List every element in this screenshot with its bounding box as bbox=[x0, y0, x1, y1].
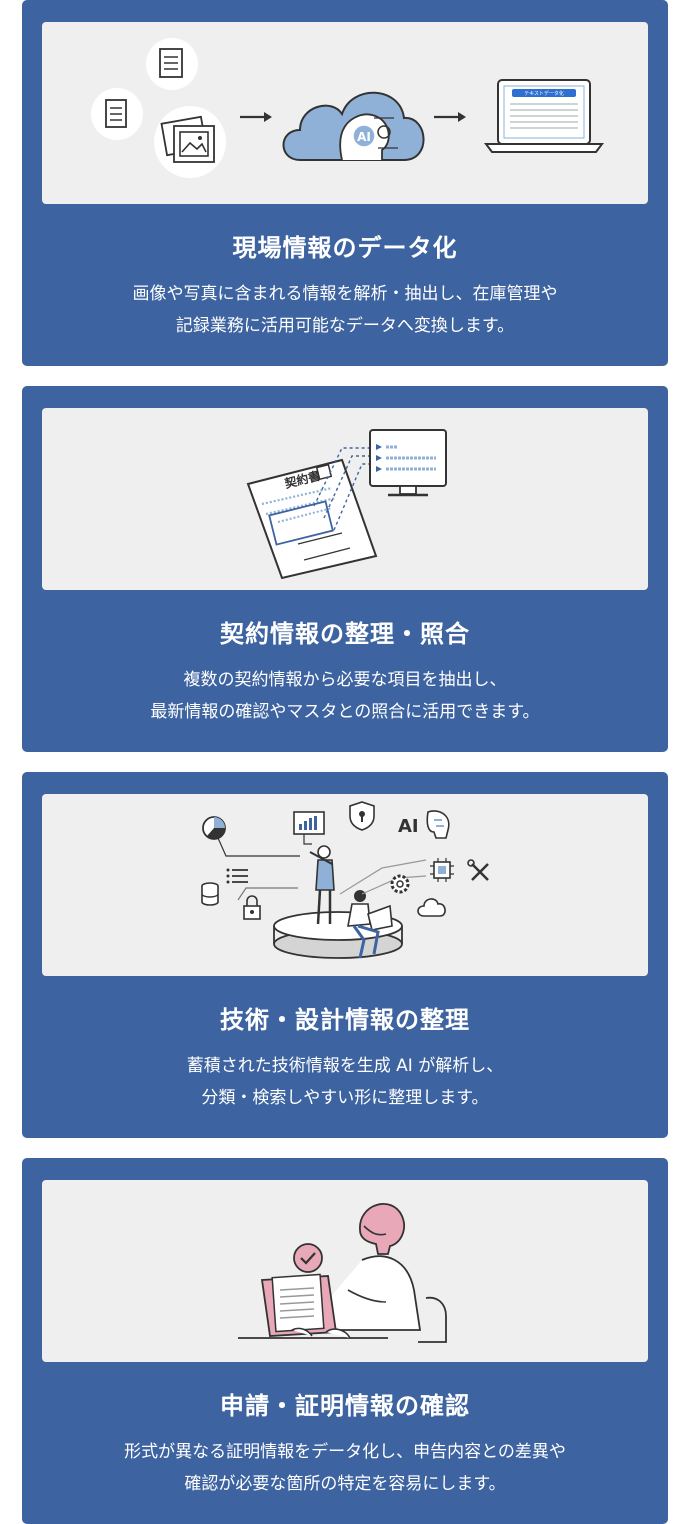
hands-icon bbox=[291, 1327, 351, 1339]
platform-base bbox=[273, 911, 403, 959]
ai-cloud-icon: AI bbox=[282, 91, 425, 161]
cloud-ai-label: AI bbox=[357, 130, 371, 144]
person-at-laptop-icon bbox=[327, 1203, 447, 1343]
description-line: 確認が必要な箇所の特定を容易にします。 bbox=[184, 1474, 506, 1494]
scroll-document-icon bbox=[91, 88, 143, 140]
ai-head-icon: AI bbox=[339, 810, 450, 895]
description-line: 最新情報の確認やマスタとの照合に活用できます。 bbox=[150, 702, 540, 722]
field-data-illustration: AI テキストデータ化 bbox=[42, 22, 648, 204]
description-line: 蓄積された技術情報を生成 AI が解析し、 bbox=[186, 1056, 504, 1076]
technical-data-diagram: AI bbox=[201, 801, 489, 959]
feature-card-technical: AI bbox=[22, 772, 668, 1138]
database-icon bbox=[201, 882, 298, 906]
description-line: 記録業務に活用可能なデータへ変換します。 bbox=[175, 316, 515, 336]
pie-chart-icon bbox=[202, 816, 300, 857]
card-title: 技術・設計情報の整理 bbox=[220, 1006, 470, 1034]
list-icon bbox=[226, 868, 248, 884]
description-line: 画像や写真に含まれる情報を解析・抽出し、在庫管理や bbox=[132, 284, 558, 304]
arrow-right-icon bbox=[240, 112, 272, 122]
card-title: 契約情報の整理・照合 bbox=[220, 620, 470, 648]
lock-icon bbox=[243, 895, 261, 920]
tools-icon bbox=[467, 859, 489, 881]
cloud-icon bbox=[417, 898, 446, 917]
gear-icon bbox=[390, 874, 410, 894]
application-illustration bbox=[42, 1180, 648, 1362]
card-title: 申請・証明情報の確認 bbox=[220, 1392, 470, 1420]
card-description: 蓄積された技術情報を生成 AI が解析し、 分類・検索しやすい形に整理します。 bbox=[22, 1050, 668, 1114]
feature-card-contract: 契約書 bbox=[22, 386, 668, 752]
ai-label: AI bbox=[398, 816, 419, 837]
card-description: 画像や写真に含まれる情報を解析・抽出し、在庫管理や 記録業務に活用可能なデータへ… bbox=[22, 278, 668, 342]
card-description: 形式が異なる証明情報をデータ化し、申告内容との差異や 確認が必要な箇所の特定を容… bbox=[22, 1436, 668, 1500]
contract-document-icon: 契約書 bbox=[246, 458, 378, 580]
card-title: 現場情報のデータ化 bbox=[232, 234, 458, 262]
chip-icon bbox=[430, 858, 454, 882]
feature-card-field-data: AI テキストデータ化 現場情報のデータ化 画像や写真に含まれる情報を解析・抽 bbox=[22, 0, 668, 366]
standing-person-icon bbox=[309, 845, 335, 925]
description-line: 形式が異なる証明情報をデータ化し、申告内容との差異や bbox=[124, 1442, 566, 1462]
description-line: 複数の契約情報から必要な項目を抽出し、 bbox=[183, 670, 507, 690]
laptop-screen-heading: テキストデータ化 bbox=[524, 90, 564, 97]
technical-illustration: AI bbox=[42, 794, 648, 976]
image-to-data-diagram: AI テキストデータ化 bbox=[91, 38, 604, 178]
laptop-icon: テキストデータ化 bbox=[484, 79, 604, 153]
card-description: 複数の契約情報から必要な項目を抽出し、 最新情報の確認やマスタとの照合に活用でき… bbox=[22, 664, 668, 728]
document-review-diagram bbox=[238, 1203, 447, 1343]
shield-icon bbox=[349, 801, 375, 831]
photo-stack-icon bbox=[154, 106, 226, 178]
arrow-right-icon bbox=[434, 112, 466, 122]
document-icon bbox=[146, 38, 198, 90]
contract-illustration: 契約書 bbox=[42, 408, 648, 590]
bar-chart-icon bbox=[293, 811, 325, 845]
check-badge-icon bbox=[293, 1243, 323, 1273]
contract-matching-diagram: 契約書 bbox=[246, 429, 447, 580]
monitor-icon bbox=[369, 429, 447, 497]
feature-card-application: 申請・証明情報の確認 形式が異なる証明情報をデータ化し、申告内容との差異や 確認… bbox=[22, 1158, 668, 1524]
description-line: 分類・検索しやすい形に整理します。 bbox=[201, 1088, 489, 1108]
